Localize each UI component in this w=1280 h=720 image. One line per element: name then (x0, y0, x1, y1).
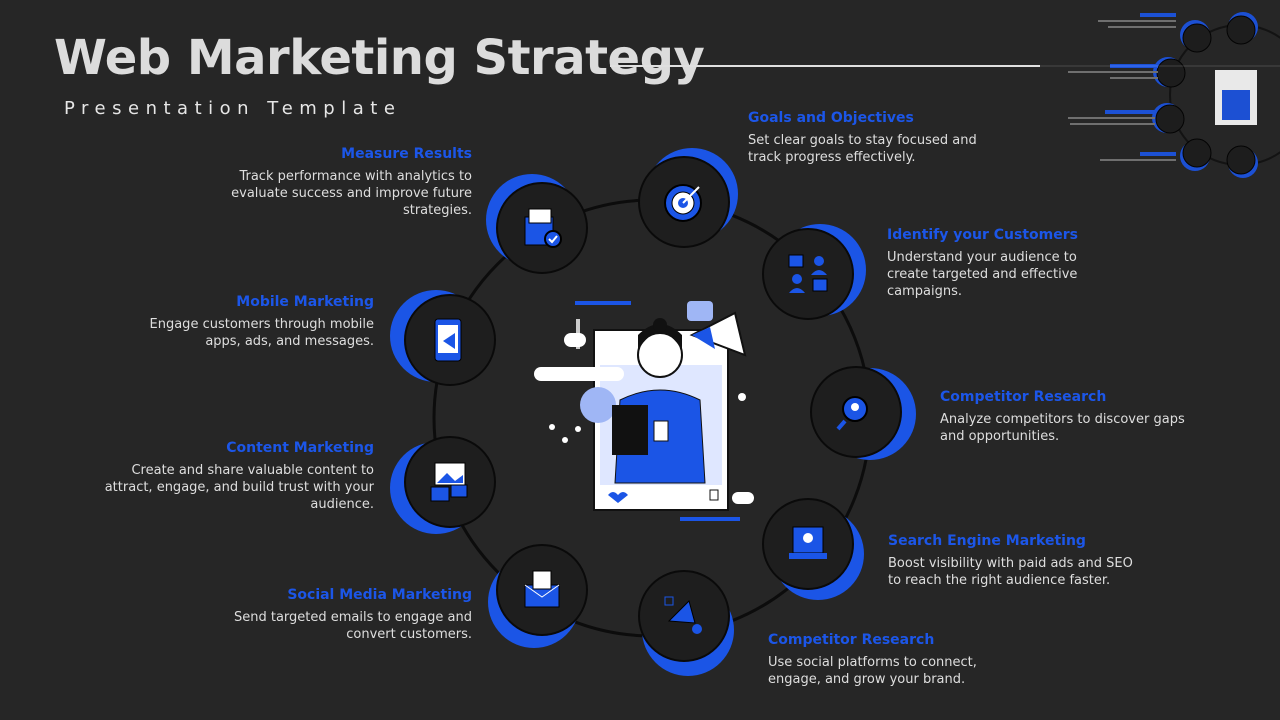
step-title: Measure Results (341, 146, 472, 162)
step-measure-results[interactable] (486, 174, 588, 274)
step-competitor-research-social[interactable] (638, 570, 734, 676)
step-title: Social Media Marketing (287, 587, 472, 603)
content-media-icon (430, 462, 468, 502)
step-desc: Track performance with analytics to eval… (231, 169, 472, 218)
step-desc: Send targeted emails to engage and conve… (233, 610, 472, 642)
step-content-marketing[interactable] (390, 436, 496, 534)
title-divider (610, 65, 1280, 67)
mobile-megaphone-icon (434, 318, 462, 362)
page-subtitle: Presentation Template (64, 98, 402, 119)
step-title: Content Marketing (226, 440, 374, 456)
marketing-illustration (520, 295, 790, 530)
search-engine-icon (789, 526, 827, 559)
page-title: Web Marketing Strategy (54, 30, 705, 86)
step-title: Mobile Marketing (236, 294, 374, 310)
target-icon (664, 184, 702, 222)
step-mobile-marketing[interactable] (390, 290, 496, 386)
step-title: Search Engine Marketing (888, 533, 1086, 549)
step-competitor-research[interactable] (810, 366, 916, 460)
slide-thumbnail[interactable] (1040, 0, 1280, 185)
step-desc: Analyze competitors to discover gaps and… (940, 412, 1185, 444)
customers-icon (788, 254, 828, 293)
step-desc: Boost visibility with paid ads and SEO t… (888, 556, 1133, 588)
step-title: Competitor Research (940, 389, 1107, 405)
step-desc: Understand your audience to create targe… (887, 250, 1078, 299)
step-desc: Use social platforms to connect, engage,… (768, 655, 977, 687)
megaphone-icon (664, 596, 702, 634)
step-social-media-marketing[interactable] (488, 544, 588, 648)
step-desc: Engage customers through mobile apps, ad… (149, 317, 374, 349)
step-title: Identify your Customers (887, 227, 1078, 243)
step-identify-customers[interactable] (762, 224, 866, 320)
clipboard-check-icon (524, 208, 562, 248)
email-icon (524, 570, 560, 608)
magnifier-users-icon (836, 396, 868, 431)
step-search-engine-marketing[interactable] (762, 498, 864, 600)
step-desc: Set clear goals to stay focused and trac… (748, 133, 977, 165)
step-desc: Create and share valuable content to att… (104, 463, 374, 512)
step-title: Competitor Research (768, 632, 935, 648)
step-title: Goals and Objectives (748, 110, 914, 126)
step-goals[interactable] (638, 148, 738, 248)
